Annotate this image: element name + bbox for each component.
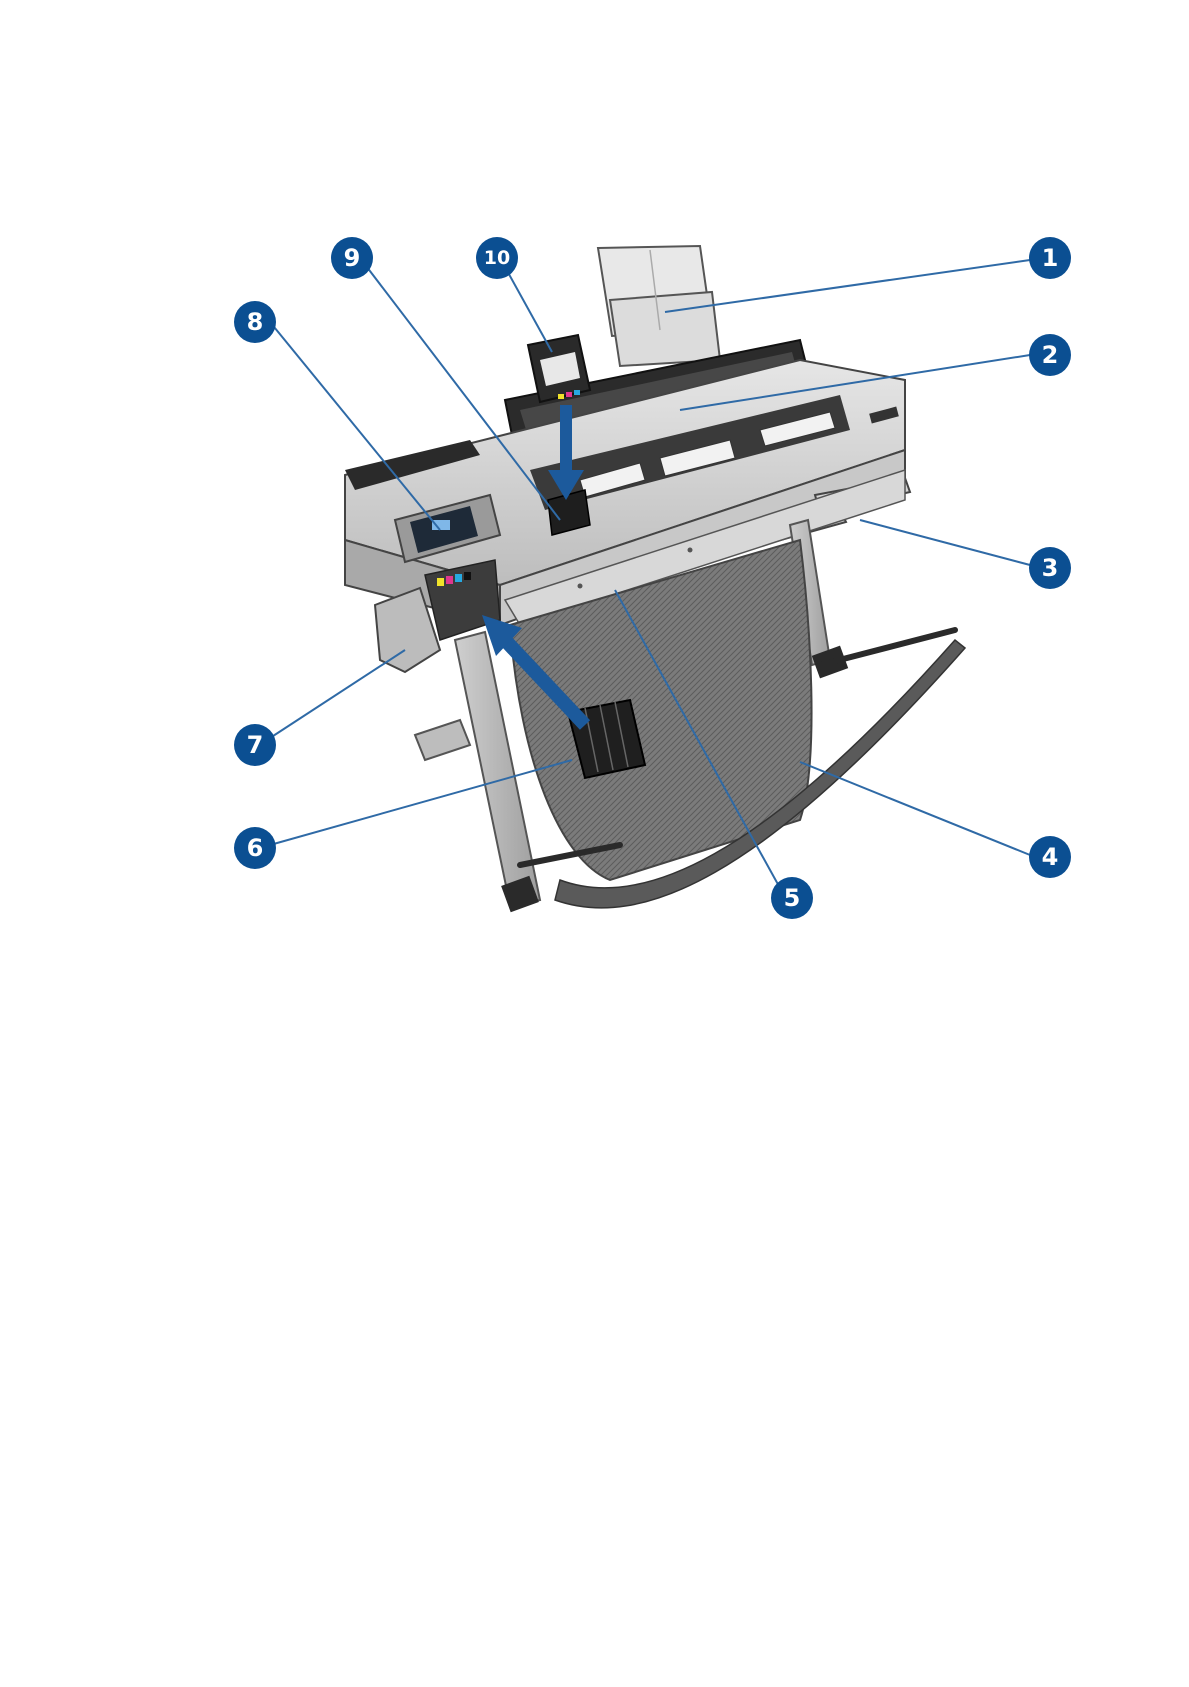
svg-text:4: 4 — [1042, 843, 1059, 871]
callout-1: 1 — [1029, 237, 1071, 279]
leader-line-1 — [665, 260, 1030, 312]
svg-text:6: 6 — [247, 834, 264, 862]
callout-7: 7 — [234, 724, 276, 766]
svg-text:5: 5 — [784, 884, 801, 912]
callout-3: 3 — [1029, 547, 1071, 589]
callout-4: 4 — [1029, 836, 1071, 878]
svg-text:9: 9 — [344, 244, 361, 272]
callout-6: 6 — [234, 827, 276, 869]
svg-text:10: 10 — [484, 247, 510, 269]
svg-text:8: 8 — [247, 308, 264, 336]
svg-text:3: 3 — [1042, 554, 1059, 582]
callout-2: 2 — [1029, 334, 1071, 376]
svg-text:7: 7 — [247, 731, 264, 759]
leader-line-7 — [270, 650, 405, 738]
leader-line-3 — [860, 520, 1030, 565]
svg-text:2: 2 — [1042, 341, 1059, 369]
callout-8: 8 — [234, 301, 276, 343]
svg-text:1: 1 — [1042, 244, 1059, 272]
callout-9: 9 — [331, 237, 373, 279]
printhead — [528, 335, 590, 402]
callout-10: 10 — [476, 237, 518, 279]
leader-line-4 — [800, 762, 1030, 855]
callout-5: 5 — [771, 877, 813, 919]
